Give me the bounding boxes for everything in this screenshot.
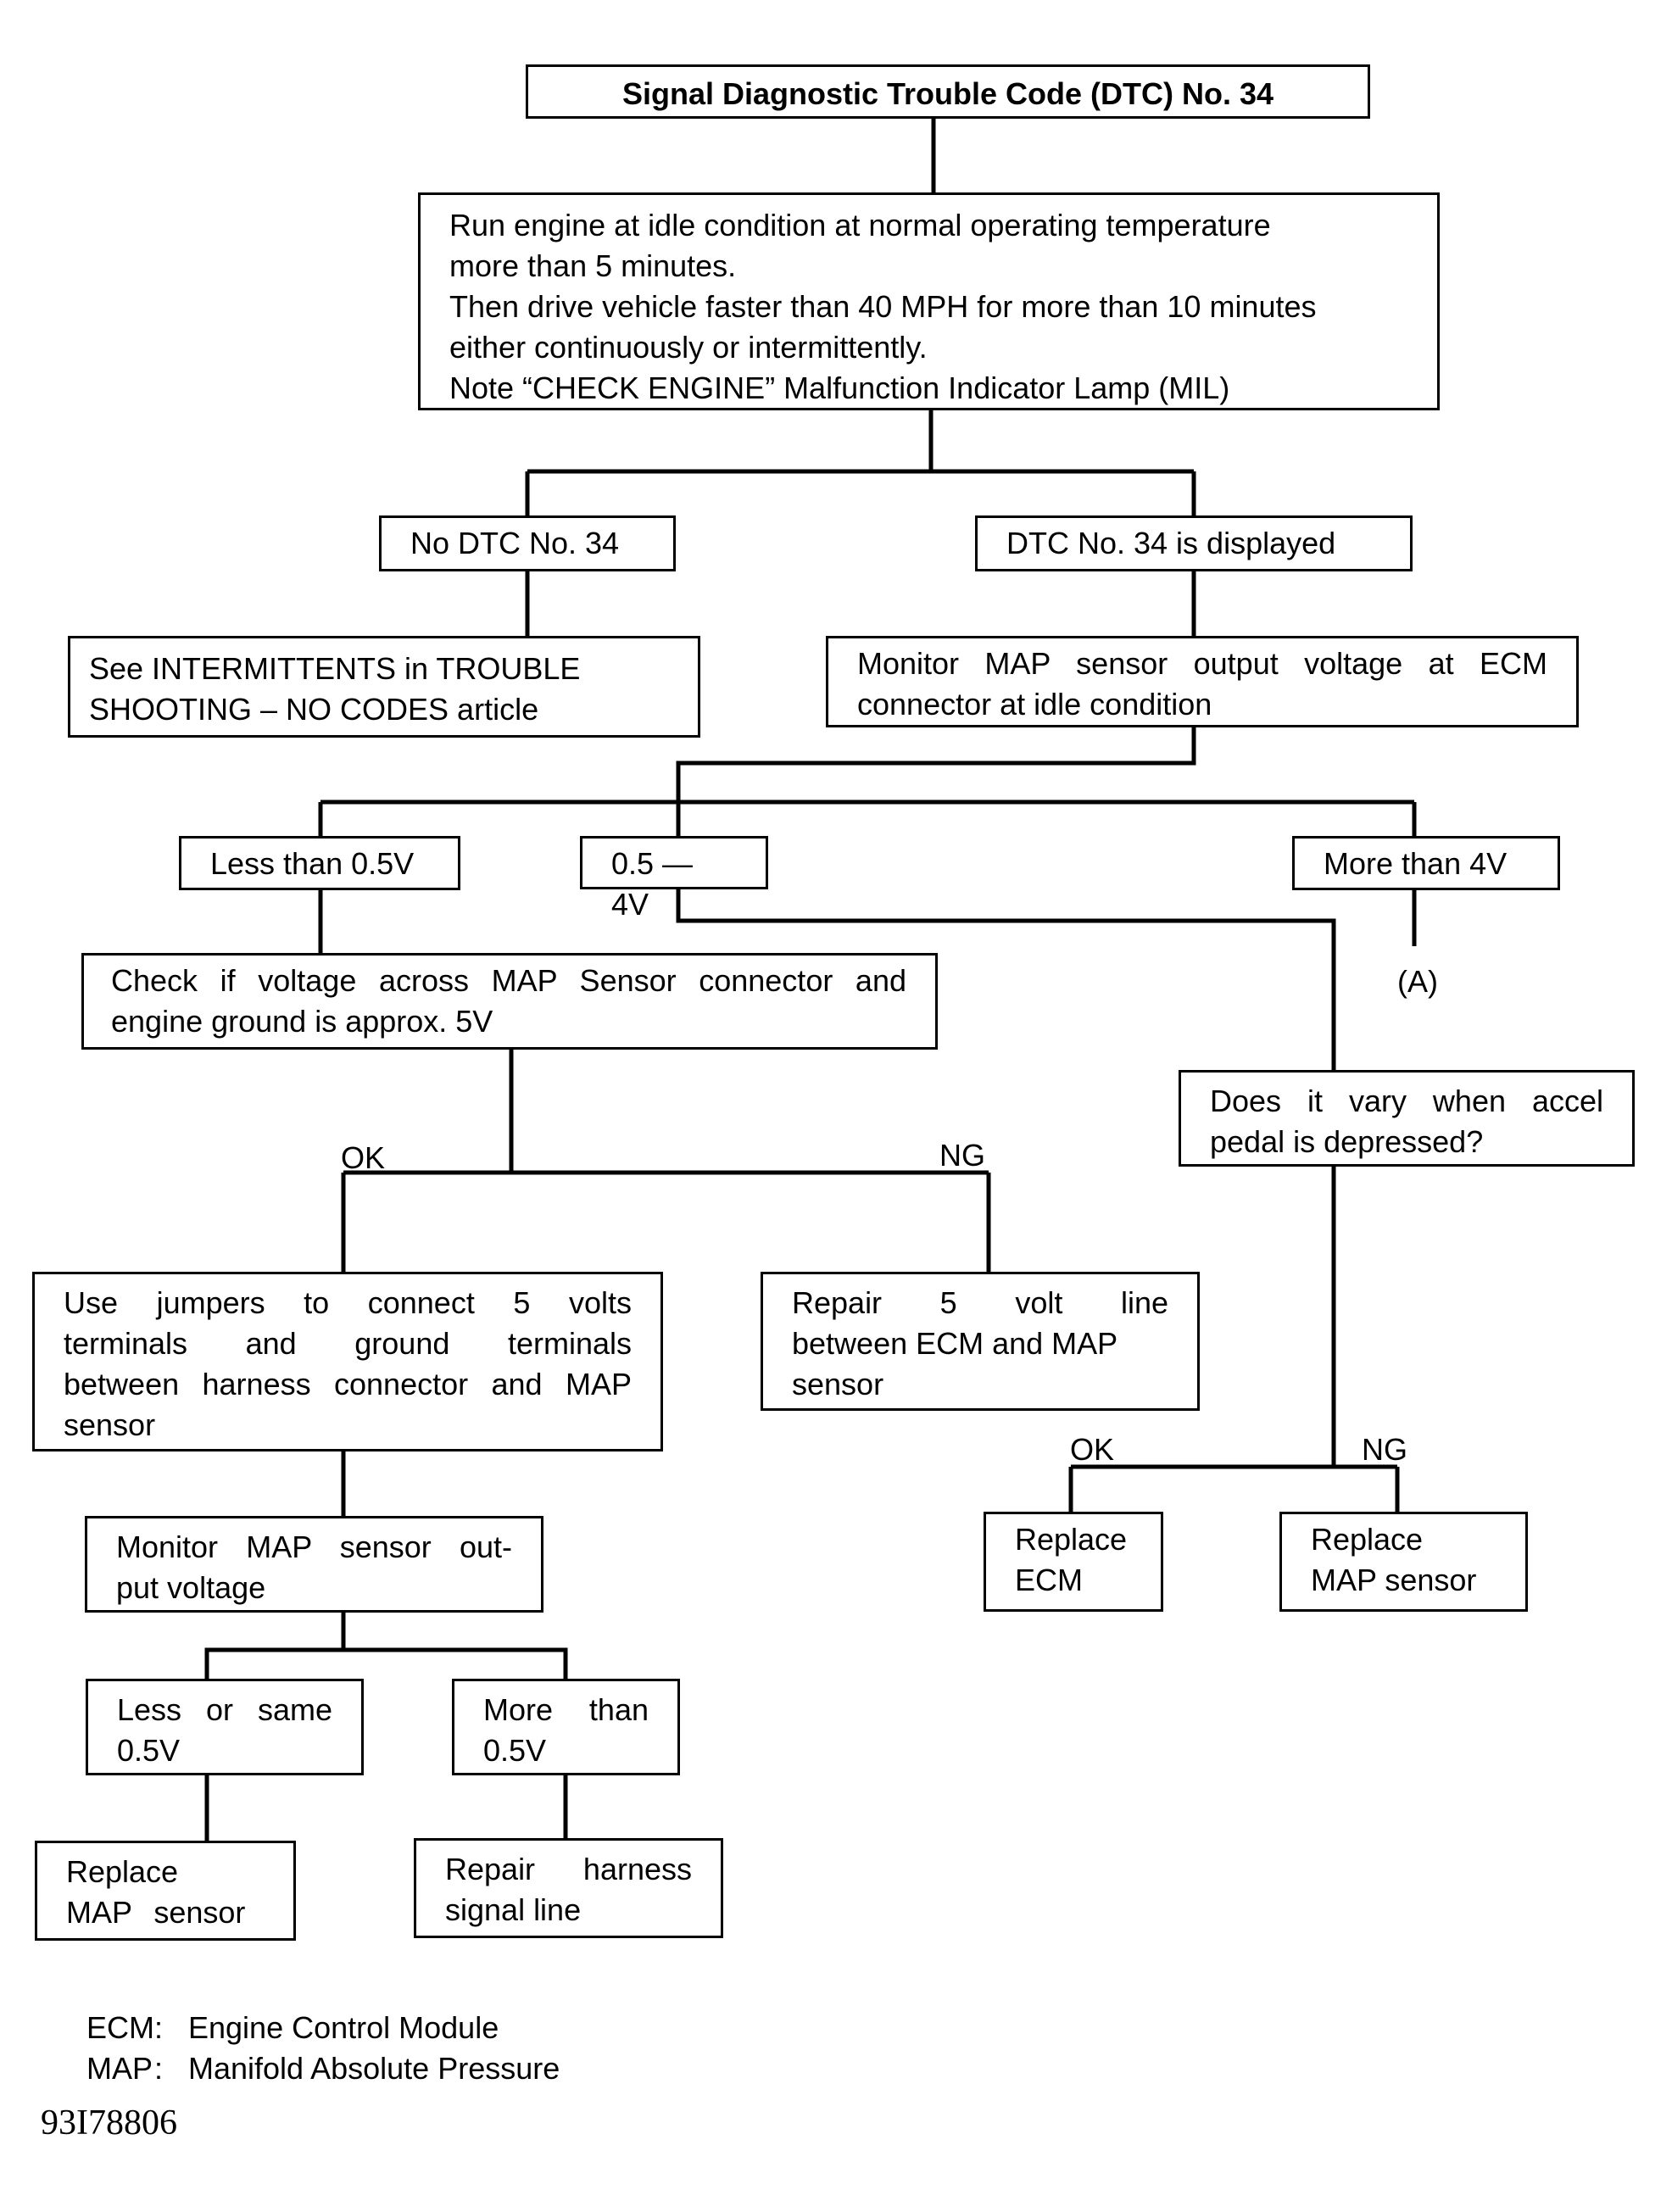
- replace-ecm-box: Replace ECM: [984, 1512, 1163, 1612]
- repair-5v-line: sensor: [792, 1367, 884, 1401]
- vary-line: pedal is depressed?: [1210, 1124, 1484, 1159]
- connector: [318, 725, 1417, 838]
- replace-map-sensor-right-box: Replace MAP sensor: [1279, 1512, 1528, 1612]
- range-05-4v-box: 0.5 — 4V: [580, 836, 768, 922]
- figure-id: 93I78806: [41, 2103, 177, 2142]
- legend-entry: ECM : Engine Control Module: [86, 2008, 560, 2048]
- no-dtc-box: No DTC No. 34: [379, 515, 676, 571]
- dtc-displayed-box: DTC No. 34 is displayed: [975, 515, 1413, 571]
- abbreviation-legend: ECM : Engine Control Module MAP : Manifo…: [86, 2008, 560, 2089]
- replace-ecm-line: Replace: [1015, 1522, 1128, 1557]
- legend-meaning: Manifold Absolute Pressure: [188, 2051, 560, 2086]
- less-or-same-box: Less or same 0.5V: [86, 1679, 364, 1775]
- use-jumpers-line: terminals and ground terminals: [64, 1326, 632, 1361]
- monitor-map-line: Monitor MAP sensor output voltage at ECM: [857, 646, 1547, 681]
- check-ng-label: NG: [939, 1138, 985, 1173]
- legend-abbr: ECM: [86, 2010, 154, 2045]
- vary-ng-label: NG: [1362, 1432, 1407, 1467]
- vary-ok-label: OK: [1070, 1432, 1115, 1467]
- use-jumpers-box: Use jumpers to connect 5 volts terminals…: [32, 1272, 663, 1451]
- less-or-same-line: 0.5V: [117, 1733, 181, 1768]
- repair-5v-line: Repair 5 volt line: [792, 1285, 1168, 1320]
- check-ok-label: OK: [341, 1140, 386, 1175]
- repair-harness-box: Repair harness signal line: [414, 1838, 723, 1938]
- start-line: either continuously or intermittently.: [449, 330, 928, 365]
- replace-map-sensor-left-box: Replace MAP sensor: [35, 1841, 296, 1941]
- repair-5v-line-box: Repair 5 volt line between ECM and MAP s…: [761, 1272, 1200, 1411]
- connector: [525, 407, 1196, 517]
- repair-harness-line: signal line: [445, 1892, 582, 1927]
- replace-ecm-line: ECM: [1015, 1563, 1083, 1597]
- dtc-title: Signal Diagnostic Trouble Code (DTC) No.…: [526, 64, 1370, 119]
- start-line: Note “CHECK ENGINE” Malfunction Indicato…: [449, 371, 1230, 405]
- repair-5v-line: between ECM and MAP: [792, 1326, 1118, 1361]
- intermittents-box: See INTERMITTENTS in TROUBLE SHOOTING – …: [68, 636, 700, 738]
- start-line: Then drive vehicle faster than 40 MPH fo…: [449, 289, 1317, 324]
- use-jumpers-line: Use jumpers to connect 5 volts: [64, 1285, 632, 1320]
- more-than-05v-line: More than: [483, 1692, 649, 1727]
- use-jumpers-line: between harness connector and MAP: [64, 1367, 632, 1401]
- monitor-map-box: Monitor MAP sensor output voltage at ECM…: [826, 636, 1579, 727]
- connector: [341, 1045, 991, 1272]
- start-line: Run engine at idle condition at normal o…: [449, 208, 1271, 242]
- monitor-output-box: Monitor MAP sensor out- put voltage: [85, 1516, 543, 1613]
- less-than-05v-box: Less than 0.5V: [179, 836, 460, 890]
- replace-map-right-line: MAP sensor: [1311, 1563, 1477, 1597]
- check-voltage-line: engine ground is approx. 5V: [111, 1004, 493, 1039]
- replace-map-right-line: Replace: [1311, 1522, 1424, 1557]
- more-than-05v-box: More than 0.5V: [452, 1679, 680, 1775]
- legend-separator: :: [154, 2010, 164, 2045]
- less-or-same-line: Less or same: [117, 1692, 332, 1727]
- legend-separator: :: [154, 2051, 164, 2086]
- reference-a-label: (A): [1397, 964, 1438, 999]
- connector: [1068, 1165, 1400, 1512]
- connector: [204, 1607, 568, 1679]
- start-line: more than 5 minutes.: [449, 248, 737, 283]
- replace-map-left-line: Replace: [66, 1854, 179, 1889]
- legend-abbr: MAP: [86, 2051, 153, 2086]
- connector: [676, 886, 1336, 1070]
- start-procedure-box: Run engine at idle condition at normal o…: [418, 192, 1440, 410]
- replace-map-left-line: MAP sensor: [66, 1895, 246, 1930]
- check-voltage-box: Check if voltage across MAP Sensor conne…: [81, 953, 938, 1050]
- monitor-output-line: put voltage: [116, 1570, 266, 1605]
- more-than-05v-line: 0.5V: [483, 1733, 547, 1768]
- monitor-output-line: Monitor MAP sensor out-: [116, 1529, 512, 1564]
- use-jumpers-line: sensor: [64, 1407, 156, 1442]
- legend-entry: MAP : Manifold Absolute Pressure: [86, 2048, 560, 2089]
- intermittents-line: SHOOTING – NO CODES article: [89, 692, 539, 727]
- repair-harness-line: Repair harness: [445, 1852, 692, 1886]
- more-than-4v-box: More than 4V: [1292, 836, 1560, 890]
- legend-meaning: Engine Control Module: [188, 2010, 499, 2045]
- check-voltage-line: Check if voltage across MAP Sensor conne…: [111, 963, 906, 998]
- intermittents-line: See INTERMITTENTS in TROUBLE: [89, 651, 581, 686]
- monitor-map-line: connector at idle condition: [857, 687, 1212, 722]
- vary-line: Does it vary when accel: [1210, 1084, 1603, 1118]
- vary-question-box: Does it vary when accel pedal is depress…: [1179, 1070, 1635, 1167]
